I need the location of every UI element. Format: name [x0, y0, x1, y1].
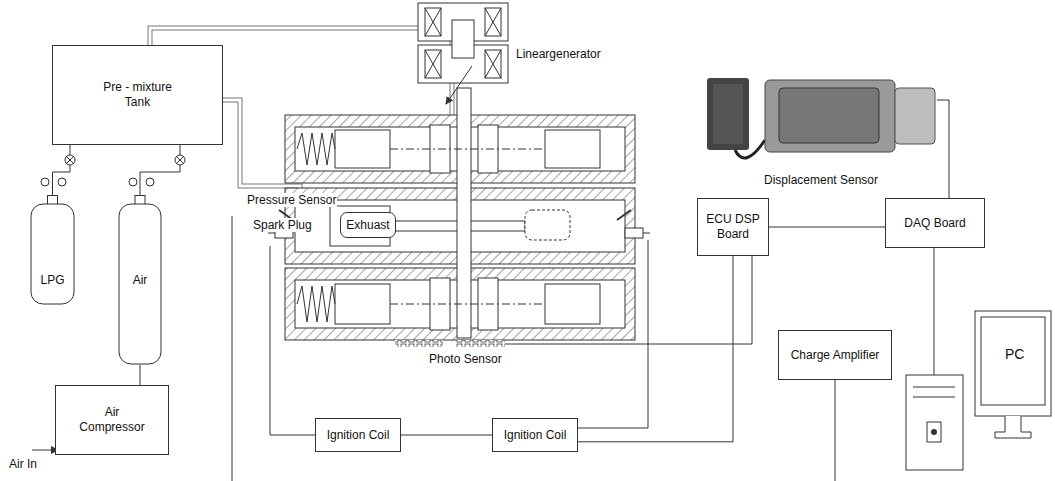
part-label: Air In [8, 457, 38, 471]
exhaust-port: Exhuast [340, 212, 396, 238]
part-label: Lineargenerator [515, 47, 602, 61]
sensor-outline [705, 70, 937, 190]
compressor-box: Air Compressor [55, 385, 169, 455]
node-text: ECU DSP Board [701, 212, 765, 242]
part-label: Pressure Sensor [246, 193, 337, 207]
tank-box: Pre - mixture Tank [52, 45, 223, 145]
wire-connector [401, 435, 492, 436]
node-text: Displacement Sensor [764, 173, 878, 188]
node-text: Ignition Coil [327, 428, 390, 443]
part-label: Spark Plug [252, 218, 313, 232]
node-text: LPG [40, 273, 64, 288]
node-text: PC [1005, 346, 1024, 364]
gas-cylinder: Air [118, 195, 162, 365]
computer: PC [905, 310, 1053, 472]
node-text: Air [133, 273, 148, 288]
wire-connector [140, 145, 180, 195]
sensor-device: Displacement Sensor [705, 70, 937, 190]
amplifier-box: Charge Amplifier [778, 330, 892, 380]
node-text: Ignition Coil [504, 428, 567, 443]
ecu-box: ECU DSP Board [697, 198, 769, 256]
wire-connector [53, 145, 71, 195]
wire-connector [769, 227, 885, 228]
computer-outline [905, 310, 1053, 472]
coil-box: Ignition Coil [492, 418, 578, 452]
coil-box: Ignition Coil [315, 418, 401, 452]
node-text: DAQ Board [904, 216, 965, 231]
node-text: Exhuast [346, 218, 389, 233]
wire-connector [937, 100, 949, 198]
node-text: Pre - mixture Tank [93, 80, 182, 110]
part-label: Photo Sensor [428, 352, 503, 366]
cylinder-outline [30, 195, 75, 305]
node-text: Charge Amplifier [791, 348, 880, 363]
daq-box: DAQ Board [885, 198, 985, 248]
gas-cylinder: LPG [30, 195, 75, 305]
wire-connector [140, 365, 141, 385]
wire-connector [578, 256, 733, 442]
wire-connector [934, 248, 935, 375]
node-text: Air Compressor [76, 405, 148, 435]
